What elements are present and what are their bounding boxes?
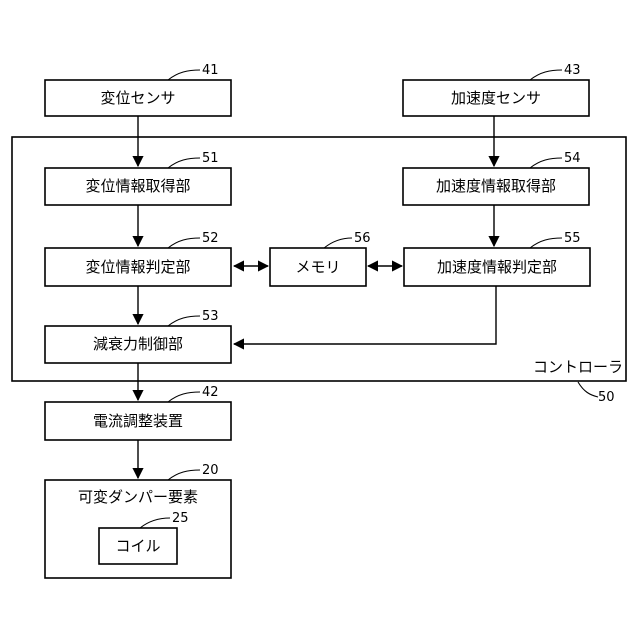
displacement-acquisition-label: 変位情報取得部 [85,177,190,195]
current-regulator-label: 電流調整装置 [93,412,183,430]
ref-42: 42 [202,385,219,400]
acceleration-acquisition-label: 加速度情報取得部 [436,177,556,195]
ref-leader-56 [324,238,352,248]
ref-54: 54 [564,151,581,166]
displacement-judgment-label: 変位情報判定部 [85,258,190,276]
ref-leader-54 [530,158,562,168]
ref-leader-43 [530,70,562,80]
ref-leader-20 [168,470,200,480]
memory-label: メモリ [295,258,340,276]
ref-leader-41 [168,70,200,80]
controller-ref-leader [578,382,598,397]
acceleration-sensor-label: 加速度センサ [451,89,541,107]
ref-56: 56 [354,231,371,246]
ref-55: 55 [564,231,581,246]
ref-leader-55 [530,238,562,248]
controller-label: コントローラ [533,358,623,376]
ref-leader-42 [168,392,200,402]
ref-43: 43 [564,63,581,78]
arrow-55-to-53 [234,286,496,344]
ref-25: 25 [172,511,189,526]
acceleration-judgment-label: 加速度情報判定部 [437,258,557,276]
ref-41: 41 [202,63,219,78]
ref-20: 20 [202,463,219,478]
variable-damper-label: 可変ダンパー要素 [78,488,198,506]
damping-control-label: 減衰力制御部 [93,335,183,353]
displacement-sensor-label: 変位センサ [100,89,175,107]
ref-53: 53 [202,309,219,324]
controller-ref: 50 [598,390,615,405]
ref-52: 52 [202,231,219,246]
ref-leader-52 [168,238,200,248]
ref-leader-51 [168,158,200,168]
ref-leader-53 [168,316,200,326]
coil-label: コイル [115,537,160,555]
ref-51: 51 [202,151,219,166]
